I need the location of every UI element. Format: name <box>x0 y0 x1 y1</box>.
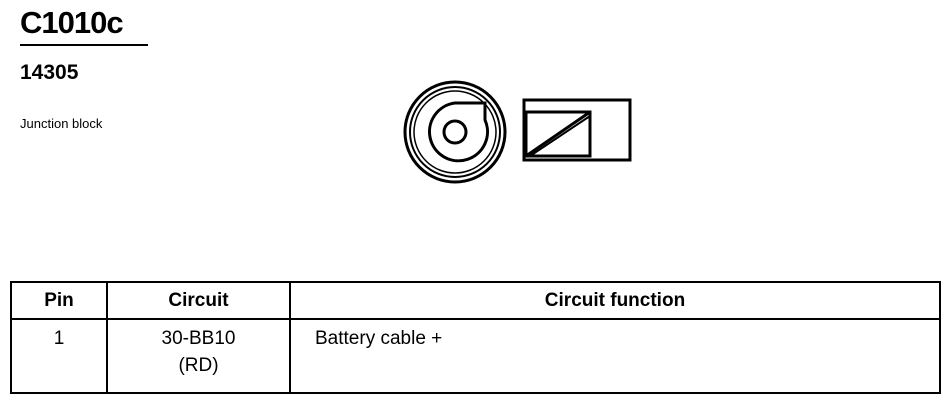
table-header-row: Pin Circuit Circuit function <box>10 281 941 320</box>
header-pin: Pin <box>10 281 108 320</box>
pin-number: 1 <box>10 318 108 394</box>
circuit-cell: 30-BB10 (RD) <box>106 318 291 394</box>
pin-table: Pin Circuit Circuit function 1 30-BB10 (… <box>10 281 941 394</box>
ring-terminal-shape <box>403 80 507 184</box>
table-row: 1 30-BB10 (RD) Battery cable + <box>10 318 941 394</box>
connector-id-underline <box>20 44 148 46</box>
circuit-code: 30-BB10 <box>161 328 236 349</box>
connector-face-diagram <box>403 80 632 184</box>
connector-description: Junction block <box>20 116 103 131</box>
header-circuit: Circuit <box>106 281 291 320</box>
connector-housing-shape <box>522 98 632 162</box>
wire-color: (RD) <box>178 355 219 376</box>
part-number: 14305 <box>20 61 79 84</box>
header-circuit-function: Circuit function <box>289 281 941 320</box>
circuit-function: Battery cable + <box>289 318 941 394</box>
connector-id: C1010c <box>20 5 124 40</box>
